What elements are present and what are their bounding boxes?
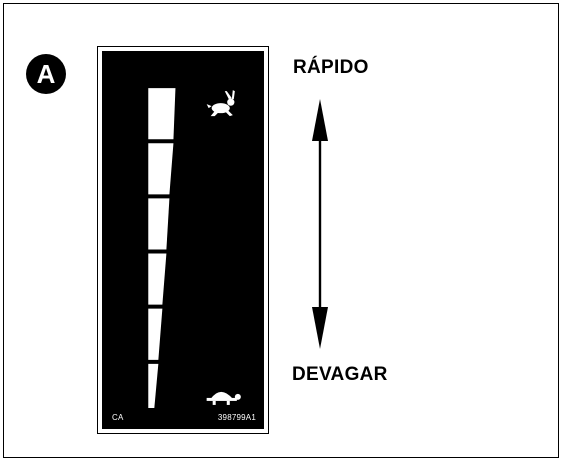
speed-decal-background: CA 398799A1 xyxy=(102,51,264,429)
decal-code-left: CA xyxy=(112,413,124,422)
speed-decal-panel: CA 398799A1 xyxy=(97,46,269,434)
turtle-icon xyxy=(206,391,241,405)
decal-part-number: 398799A1 xyxy=(217,413,256,422)
figure-badge: A xyxy=(26,54,66,94)
speed-segment-2 xyxy=(148,143,174,195)
speed-segment-6 xyxy=(148,363,159,408)
fast-label: RÁPIDO xyxy=(293,57,369,78)
speed-segment-4 xyxy=(148,253,167,305)
double-headed-vertical-arrow xyxy=(312,99,328,349)
rabbit-icon xyxy=(206,90,235,117)
speed-segment-3 xyxy=(148,198,170,250)
slow-label: DEVAGAR xyxy=(292,364,388,385)
arrow-head-down-icon xyxy=(312,307,328,349)
arrow-shaft xyxy=(318,139,322,309)
speed-segment-5 xyxy=(148,308,163,360)
figure-frame: A xyxy=(3,3,559,458)
arrow-head-up-icon xyxy=(312,99,328,141)
speed-wedge xyxy=(148,88,176,408)
speed-segment-1 xyxy=(148,88,176,140)
speed-decal-graphic xyxy=(148,88,241,408)
